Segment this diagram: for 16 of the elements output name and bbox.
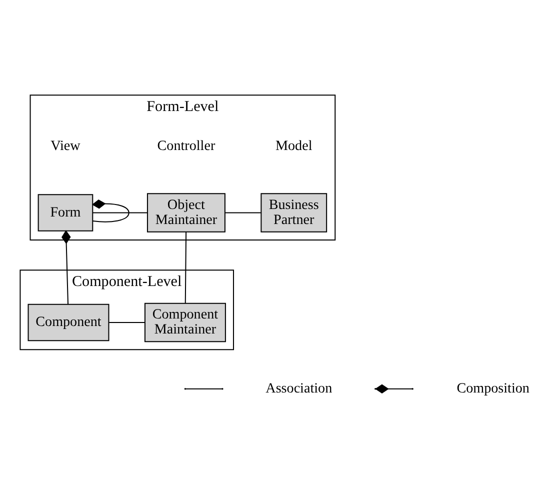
label: Controller bbox=[157, 138, 216, 154]
connector bbox=[225, 212, 261, 213]
connector bbox=[92, 199, 130, 222]
connector bbox=[184, 232, 187, 303]
label: View bbox=[50, 138, 80, 154]
node-box: Component bbox=[28, 303, 110, 341]
connector bbox=[62, 230, 71, 304]
connector bbox=[109, 321, 145, 322]
legend-label: Composition bbox=[456, 380, 530, 396]
node-box: Business Partner bbox=[260, 192, 328, 232]
legend-label: Association bbox=[266, 380, 332, 396]
node-box: Component Maintainer bbox=[144, 302, 226, 342]
label: Model bbox=[275, 138, 312, 154]
connector bbox=[92, 212, 148, 213]
node-box: Form bbox=[38, 194, 94, 231]
node-box: Object Maintainer bbox=[146, 192, 226, 232]
